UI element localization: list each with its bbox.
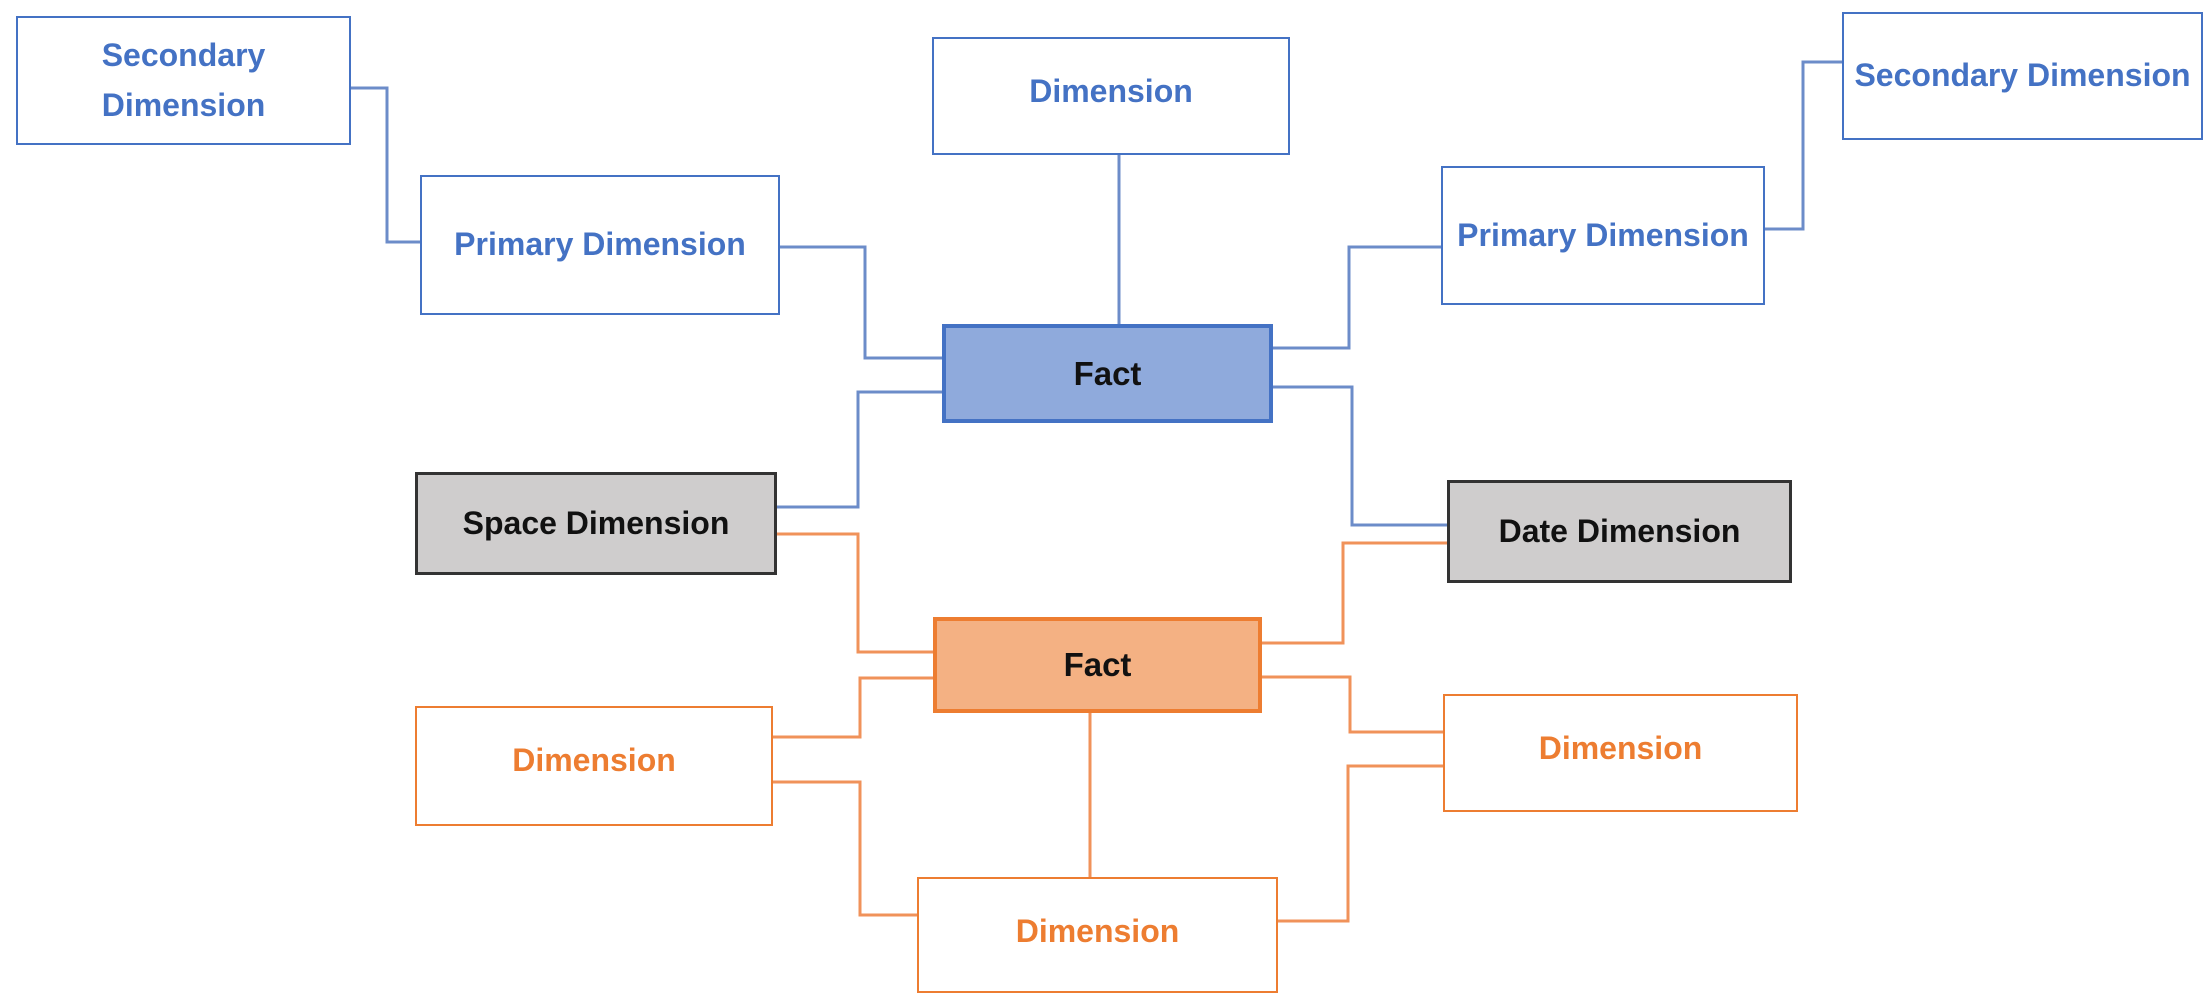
node-dimension-top: Dimension	[932, 37, 1290, 155]
connector-dimension-left-to-dimension-bottom	[773, 780, 917, 917]
node-dimension-right: Dimension	[1443, 694, 1798, 812]
connector-dimension-right-to-dimension-bottom	[1278, 764, 1443, 923]
connector-primary-right-to-secondary-right	[1765, 60, 1842, 231]
connector-fact-orange-to-dimension-left	[773, 676, 933, 739]
connector-fact-blue-to-date-dimension	[1273, 385, 1447, 527]
node-label: Dimension	[1538, 730, 1703, 766]
connector-fact-blue-to-space-dimension	[777, 390, 942, 509]
connector-primary-left-to-fact-blue	[780, 245, 942, 360]
node-label: Dimension	[1029, 73, 1193, 109]
connector-date-dimension-to-fact-orange	[1262, 541, 1447, 645]
connector-fact-orange-to-dimension-right	[1262, 675, 1443, 734]
node-label: Primary Dimension	[1457, 216, 1749, 253]
node-label: Fact	[1073, 354, 1142, 392]
connector-secondary-left-to-primary-left	[351, 86, 420, 244]
node-space-dimension: Space Dimension	[415, 472, 777, 575]
node-label: Primary Dimension	[454, 226, 746, 263]
node-label: Fact	[1063, 646, 1132, 684]
node-label: Dimension	[512, 742, 676, 778]
node-label: Dimension	[1015, 913, 1180, 949]
node-dimension-left: Dimension	[415, 706, 773, 826]
node-label: Date Dimension	[1498, 512, 1741, 549]
node-secondary-dimension-left: Secondary Dimension	[16, 16, 351, 145]
node-primary-dimension-left: Primary Dimension	[420, 175, 780, 315]
node-label: Secondary Dimension	[101, 36, 266, 123]
node-primary-dimension-right: Primary Dimension	[1441, 166, 1765, 305]
node-date-dimension: Date Dimension	[1447, 480, 1792, 583]
connector-space-dimension-to-fact-orange	[777, 532, 933, 654]
node-fact-orange: Fact	[933, 617, 1262, 713]
node-fact-blue: Fact	[942, 324, 1273, 423]
node-label: Space Dimension	[462, 504, 730, 541]
node-label: Secondary Dimension	[1854, 57, 2191, 94]
node-dimension-bottom: Dimension	[917, 877, 1278, 993]
connector-fact-blue-to-primary-right	[1273, 245, 1441, 350]
node-secondary-dimension-right: Secondary Dimension	[1842, 12, 2203, 140]
